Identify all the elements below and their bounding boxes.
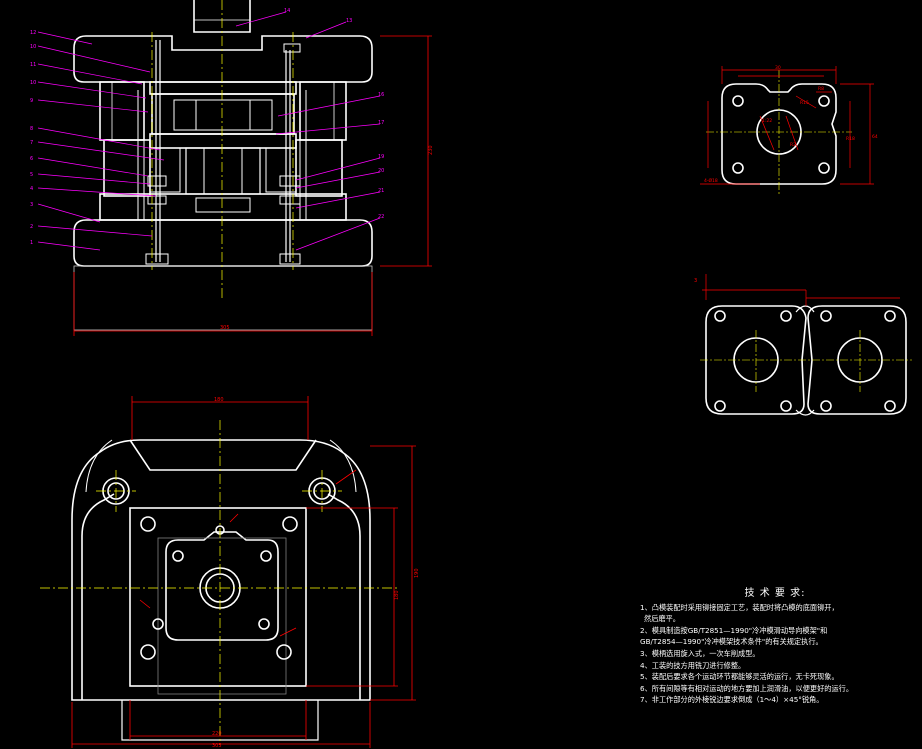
section-centerlines: [151, 0, 294, 300]
strip-centerlines: [700, 330, 912, 392]
blank-dim-label: R8: [818, 86, 824, 92]
tech-requirement-item: 7、非工作部分的外棱锐边要求倒成（1～4）×45°锐角。: [640, 695, 824, 705]
part-label: 10: [30, 80, 36, 86]
plan-dim-bottom-inner: 220: [212, 731, 222, 737]
blank-dim-label: R18: [846, 136, 855, 142]
part-label: 8: [30, 126, 33, 132]
blank-dim-label: 30: [775, 65, 781, 71]
plan-dimensions: [71, 396, 416, 748]
tech-requirement-item: 3、模柄选用旋入式，一次车削成型。: [640, 648, 760, 658]
plan-centerlines: [40, 420, 400, 745]
blank-centerlines: [706, 70, 852, 196]
part-label: 11: [30, 62, 36, 68]
part-label: 21: [378, 188, 384, 194]
part-label: 19: [378, 154, 384, 160]
part-label: 22: [378, 214, 384, 220]
part-label: 13: [346, 18, 352, 24]
part-label: 7: [30, 140, 33, 146]
strip-dimensions: [702, 274, 900, 306]
part-label: 20: [378, 168, 384, 174]
section-dimensions: [73, 35, 432, 336]
tech-requirements-title: 技 术 要 求:: [744, 588, 806, 599]
part-label: 6: [30, 156, 33, 162]
tech-requirement-item: GB/T2854—1990"冷冲模架技术条件"的有关规定执行。: [640, 637, 823, 647]
tech-requirements: 技 术 要 求: 1、凸模装配时采用铆接固定工艺，装配时将凸模的底面铆开， 然后…: [640, 588, 910, 706]
section-dim-height: 230: [428, 145, 434, 155]
part-label: 10: [30, 44, 36, 50]
plan-dim-left: 180: [394, 590, 400, 600]
section-dim-width: 305: [220, 325, 230, 331]
section-view: [73, 0, 373, 331]
plan-dim-right: 190: [414, 568, 420, 578]
tech-requirement-item: 6、所有间隙等有相对运动的地方要加上润滑油，以便更好的运行。: [640, 683, 854, 693]
tech-requirement-item: 4、工装的技方用铣刀进行修整。: [640, 660, 746, 670]
part-label: 2: [30, 224, 33, 230]
part-labels-right: 14 13 16 17 19 20 21 22: [284, 8, 384, 220]
part-label: 1: [30, 240, 33, 246]
part-labels-left: 12 10 11 10 9 8 7 6 5 4 3 2 1: [30, 30, 36, 246]
tech-requirement-item: 2、模具制造按GB/T2851—1990"冷冲模滑动导向模架"和: [640, 625, 828, 635]
blank-dim-label: 4-Ø18: [704, 177, 718, 184]
part-label: 3: [30, 202, 33, 208]
plan-view: [71, 439, 371, 741]
blank-dim-labels: R8 30 1:22 R2 R15 4-Ø18 R18 64: [704, 65, 878, 184]
blank-dim-label: R2: [790, 142, 796, 148]
plan-dim-bottom-outer: 305: [212, 743, 222, 749]
part-label: 9: [30, 98, 33, 104]
part-label: 5: [30, 172, 33, 178]
blank-dim-label: R15: [800, 100, 809, 106]
part-leaders: [37, 11, 381, 251]
part-label: 16: [378, 92, 384, 98]
part-label: 17: [378, 120, 384, 126]
blank-dimensions: [700, 66, 874, 185]
part-label: 14: [284, 8, 290, 14]
plan-dim-top: 180: [214, 397, 224, 403]
part-label: 12: [30, 30, 36, 36]
blank-dim-label: 64: [872, 134, 878, 140]
blank-dim-label: 1:22: [762, 118, 772, 124]
tech-requirement-item: 1、凸模装配时采用铆接固定工艺，装配时将凸模的底面铆开，: [640, 602, 839, 612]
tech-requirement-item: 5、装配后要求各个运动环节都能够灵活的运行，无卡死现象。: [640, 672, 839, 682]
strip-dim-label: 3: [694, 278, 697, 284]
tech-requirement-item: 然后磨平。: [644, 614, 680, 624]
part-label: 4: [30, 186, 33, 192]
